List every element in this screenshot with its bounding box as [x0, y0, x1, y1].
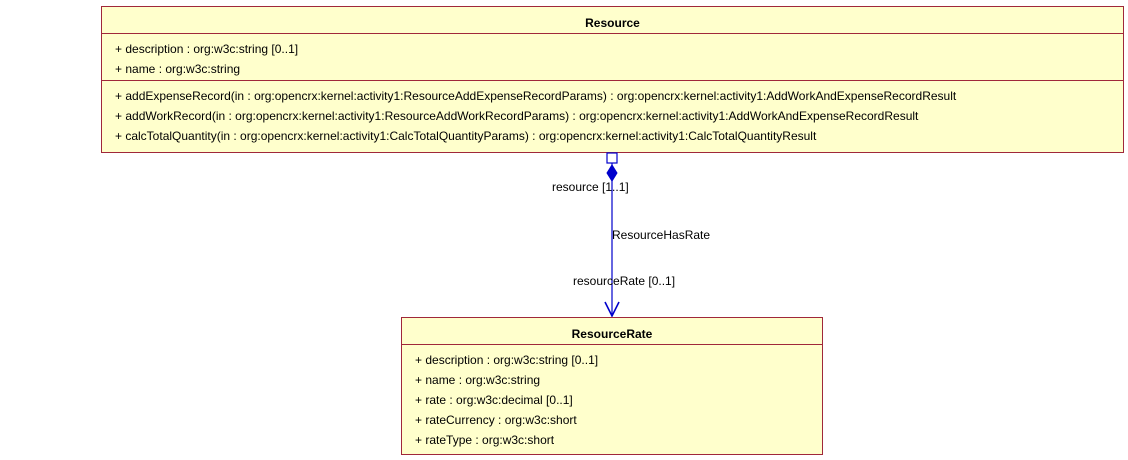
resource-operations: + addExpenseRecord(in : org:opencrx:kern… — [102, 80, 1123, 146]
association-name-label: ResourceHasRate — [612, 228, 711, 242]
composition-diamond-icon — [606, 164, 618, 182]
resource-rate-attribute: + description : org:w3c:string [0..1] — [415, 353, 599, 367]
resource-attributes: + description : org:w3c:string [0..1] + … — [102, 33, 1123, 80]
resource-operation: + addWorkRecord(in : org:opencrx:kernel:… — [115, 109, 919, 123]
resource-class[interactable]: Resource + description : org:w3c:string … — [101, 6, 1124, 153]
target-role-label: resourceRate [0..1] — [573, 274, 676, 288]
resource-attribute: + description : org:w3c:string [0..1] — [115, 42, 299, 56]
resource-rate-attribute: + rate : org:w3c:decimal [0..1] — [415, 393, 573, 407]
resource-rate-attributes: + description : org:w3c:string [0..1] + … — [402, 344, 822, 450]
resource-rate-attribute: + rateCurrency : org:w3c:short — [415, 413, 577, 427]
resource-attribute: + name : org:w3c:string — [115, 62, 241, 76]
resource-rate-class-name: ResourceRate — [571, 327, 653, 341]
aggregation-port-icon — [606, 152, 618, 164]
navigation-arrowhead-icon — [604, 301, 620, 318]
resource-operation: + calcTotalQuantity(in : org:opencrx:ker… — [115, 129, 817, 143]
source-role-label: resource [1..1] — [552, 180, 629, 194]
resource-rate-attribute: + rateType : org:w3c:short — [415, 433, 555, 447]
resource-rate-attribute: + name : org:w3c:string — [415, 373, 541, 387]
resource-operation: + addExpenseRecord(in : org:opencrx:kern… — [115, 89, 957, 103]
resource-class-name: Resource — [585, 16, 640, 30]
resource-rate-class[interactable]: ResourceRate + description : org:w3c:str… — [401, 317, 823, 455]
